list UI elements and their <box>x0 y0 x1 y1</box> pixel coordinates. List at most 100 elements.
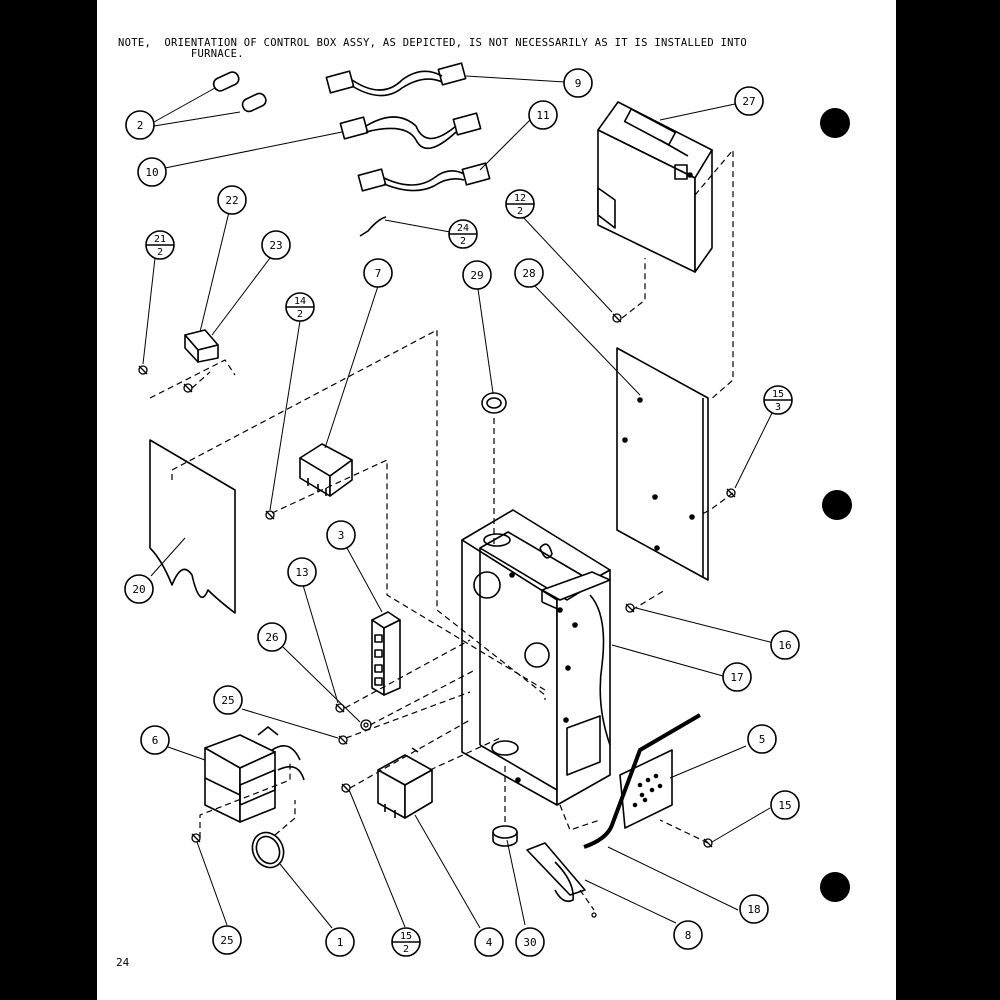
callout-15-lower: 15 <box>770 790 800 820</box>
callout-15-2-den: 2 <box>403 944 409 955</box>
wire-harness-10 <box>339 112 482 150</box>
orientation-note: NOTE, ORIENTATION OF CONTROL BOX ASSY, A… <box>118 38 747 60</box>
assembly-lines <box>149 149 734 911</box>
callout-3: 3 <box>326 520 356 550</box>
callout-2: 2 <box>125 110 155 140</box>
callout-29: 29 <box>462 260 492 290</box>
transformer <box>204 726 305 823</box>
note-line-1: NOTE, ORIENTATION OF CONTROL BOX ASSY, A… <box>118 37 748 49</box>
callout-12-den: 2 <box>517 206 523 217</box>
callout-24-2: 242 <box>448 219 478 249</box>
callout-6-label: 6 <box>152 734 159 747</box>
callout-1-label: 1 <box>337 936 344 949</box>
callout-15-3-num: 15 <box>772 389 784 400</box>
grommet-bushing <box>251 831 285 869</box>
callout-14-2: 142 <box>285 292 315 322</box>
callout-13: 13 <box>287 557 317 587</box>
control-box-housing <box>461 509 611 806</box>
callout-21-2: 212 <box>145 230 175 260</box>
callout-10: 10 <box>137 157 167 187</box>
callout-12-num: 12 <box>514 193 526 204</box>
callout-14-num: 14 <box>294 296 306 307</box>
callouts: 2 9 10 11 27 122 22 212 23 242 7 142 29 … <box>124 68 800 957</box>
callout-29-label: 29 <box>470 269 483 282</box>
fan-relay <box>377 747 433 819</box>
callout-23: 23 <box>261 230 291 260</box>
callout-4: 4 <box>474 927 504 957</box>
callout-6: 6 <box>140 725 170 755</box>
callout-28: 28 <box>514 258 544 288</box>
callout-5: 5 <box>747 724 777 754</box>
circuit-board-5 <box>619 749 673 829</box>
callout-25-upper-label: 25 <box>221 694 234 707</box>
callout-8: 8 <box>673 920 703 950</box>
callout-16: 16 <box>770 630 800 660</box>
callout-21-den: 2 <box>157 247 163 258</box>
callout-30-label: 30 <box>523 936 536 949</box>
callout-27-label: 27 <box>742 95 755 108</box>
binder-hole-top <box>820 108 850 138</box>
callout-15-3-den: 3 <box>775 402 781 413</box>
relay <box>299 443 353 497</box>
callout-17: 17 <box>722 662 752 692</box>
wire-harness-9 <box>325 62 467 97</box>
wire-harness-11 <box>357 162 491 192</box>
sensor-tube <box>583 713 702 849</box>
side-panel <box>149 439 236 614</box>
callout-22-label: 22 <box>225 194 238 207</box>
callout-5-label: 5 <box>759 733 766 746</box>
callout-24-num: 24 <box>457 223 469 234</box>
terminal-strip <box>371 611 401 696</box>
callout-26: 26 <box>257 622 287 652</box>
callout-23-label: 23 <box>269 239 282 252</box>
callout-15-lower-label: 15 <box>778 799 791 812</box>
callout-25-lower: 25 <box>212 925 242 955</box>
callout-14-den: 2 <box>297 309 303 320</box>
callout-3-label: 3 <box>338 529 345 542</box>
callout-25-upper: 25 <box>213 685 243 715</box>
bracket-8 <box>526 842 586 903</box>
callout-20-label: 20 <box>132 583 145 596</box>
callout-21-num: 21 <box>154 234 166 245</box>
callout-26-label: 26 <box>265 631 278 644</box>
callout-9-label: 9 <box>575 77 582 90</box>
leader-lines <box>142 75 775 929</box>
callout-28-label: 28 <box>522 267 535 280</box>
wire-nut-caps <box>212 71 267 113</box>
callout-7-label: 7 <box>375 267 382 280</box>
callout-9: 9 <box>563 68 593 98</box>
callout-11: 11 <box>528 100 558 130</box>
callout-10-label: 10 <box>145 166 158 179</box>
callout-22: 22 <box>217 185 247 215</box>
callout-12-2: 122 <box>505 189 535 219</box>
grommet-29 <box>481 392 507 414</box>
callout-15-3: 153 <box>763 385 793 415</box>
callout-18-label: 18 <box>747 903 760 916</box>
callout-4-label: 4 <box>486 936 493 949</box>
callout-2-label: 2 <box>137 119 144 132</box>
callout-8-label: 8 <box>685 929 692 942</box>
binder-hole-middle <box>822 490 852 520</box>
plug-30 <box>492 825 518 847</box>
callout-15-2-num: 15 <box>400 931 412 942</box>
jumper-24 <box>359 216 387 237</box>
callout-20: 20 <box>124 574 154 604</box>
callout-30: 30 <box>515 927 545 957</box>
callout-1: 1 <box>325 927 355 957</box>
callout-25-lower-label: 25 <box>220 934 233 947</box>
callout-27: 27 <box>734 86 764 116</box>
note-line-2: FURNACE. <box>190 48 244 60</box>
control-board-module <box>597 101 713 273</box>
page-number: 24 <box>116 956 130 969</box>
binder-hole-bottom <box>820 872 850 902</box>
callout-17-label: 17 <box>730 671 743 684</box>
callout-24-den: 2 <box>460 236 466 247</box>
cover-panel <box>616 347 709 581</box>
callout-16-label: 16 <box>778 639 791 652</box>
callout-7: 7 <box>363 258 393 288</box>
callout-18: 18 <box>739 894 769 924</box>
box-flange <box>541 571 611 601</box>
callout-11-label: 11 <box>536 109 549 122</box>
callout-13-label: 13 <box>295 566 308 579</box>
